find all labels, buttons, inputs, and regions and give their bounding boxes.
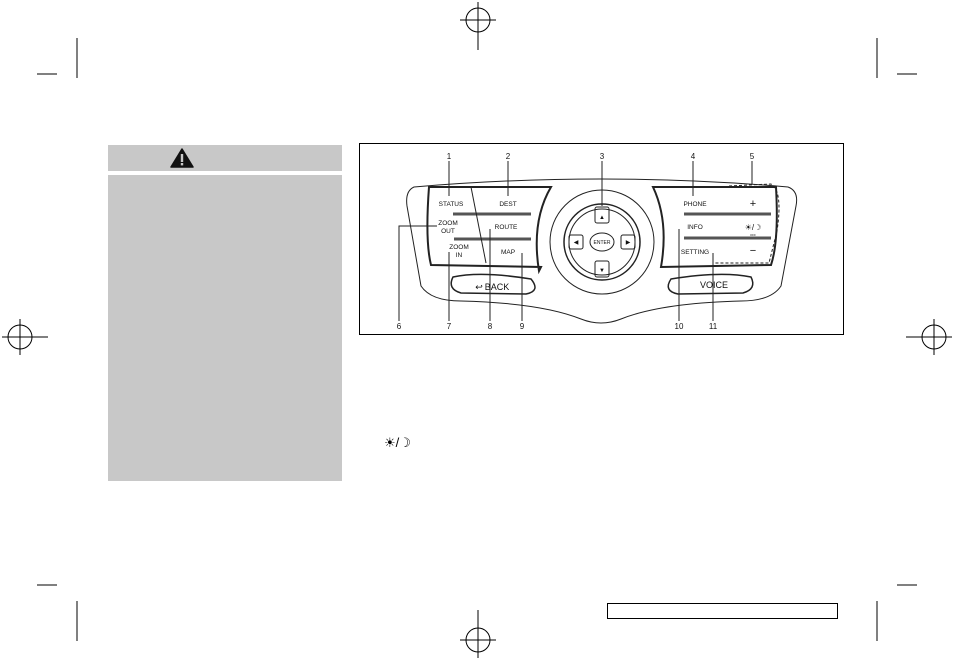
brightness-icon: ☀/☽	[745, 223, 762, 232]
callout-11: 11	[709, 322, 718, 331]
warning-body	[108, 175, 342, 481]
enter-button: ENTER	[594, 240, 611, 246]
info-button: INFO	[687, 224, 703, 231]
setting-button: SETTING	[681, 249, 709, 256]
callout-9: 9	[520, 322, 525, 331]
registration-mark-right	[906, 319, 952, 355]
zoom-out-button-line2: OUT	[441, 228, 455, 235]
callout-4: 4	[691, 152, 696, 161]
left-arrow-icon: ◀	[574, 240, 579, 246]
zoom-out-button: ZOOM	[438, 220, 458, 227]
zoom-in-button-line2: IN	[456, 252, 463, 259]
callout-10: 10	[675, 322, 684, 331]
volume-down-button: −	[750, 245, 756, 257]
back-arrow-icon: ↩	[475, 282, 483, 292]
brightness-off-label: OFF	[750, 233, 756, 237]
volume-up-button: +	[750, 198, 756, 210]
callout-7: 7	[447, 322, 452, 331]
control-panel-diagram: 1 2 3 4 5 6 7 8 9 10 11 STATUS DEST ZOOM…	[359, 143, 844, 335]
brightness-symbol: ☀/☽	[384, 435, 411, 450]
registration-mark-top	[460, 2, 496, 50]
right-arrow-icon: ▶	[626, 240, 631, 246]
callout-2: 2	[506, 152, 511, 161]
route-button: ROUTE	[495, 224, 518, 231]
callout-8: 8	[488, 322, 493, 331]
callout-6: 6	[397, 322, 402, 331]
control-panel-illustration: 1 2 3 4 5 6 7 8 9 10 11 STATUS DEST ZOOM…	[397, 152, 798, 331]
dest-button: DEST	[499, 201, 516, 208]
callout-1: 1	[447, 152, 452, 161]
voice-button: VOICE	[700, 280, 728, 290]
registration-mark-bottom	[460, 610, 496, 658]
up-arrow-icon: ▲	[599, 215, 605, 221]
back-button: BACK	[485, 282, 510, 292]
warning-header	[108, 145, 342, 171]
warning-triangle-icon	[170, 148, 194, 168]
zoom-in-button: ZOOM	[449, 244, 469, 251]
phone-button: PHONE	[683, 201, 707, 208]
down-arrow-icon: ▼	[599, 268, 605, 274]
status-button: STATUS	[439, 201, 464, 208]
callout-5: 5	[750, 152, 755, 161]
map-button: MAP	[501, 249, 515, 256]
page-footer-box	[607, 603, 838, 619]
callout-3: 3	[600, 152, 605, 161]
registration-mark-left	[2, 319, 48, 355]
